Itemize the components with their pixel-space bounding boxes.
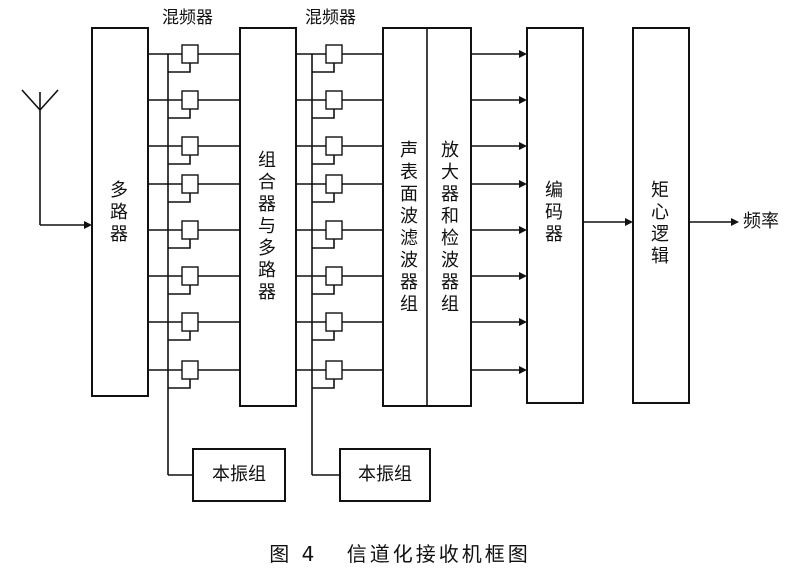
detector-arrow-8 [519, 366, 527, 374]
mixer-1 [181, 44, 199, 64]
local-osc-2-label: 本振组 [358, 464, 412, 485]
mixer-4 [325, 174, 343, 194]
combiner-multiplexer-label: 组合器与多路器 [255, 150, 276, 304]
mixer-7 [325, 312, 343, 332]
combiner-multiplexer-box [239, 27, 297, 407]
mixer-3 [325, 136, 343, 156]
detector-arrow-2 [519, 96, 527, 104]
figure-title: 信道化接收机框图 [346, 542, 531, 566]
mixer-4 [181, 174, 199, 194]
encoder-label: 编码器 [542, 180, 563, 246]
mixer-6 [325, 266, 343, 286]
mixer-1 [325, 44, 343, 64]
output-arrow [689, 218, 739, 226]
mixer-8 [325, 360, 343, 380]
antenna-icon [21, 89, 92, 229]
detector-arrow-7 [519, 318, 527, 326]
mixer-8 [181, 360, 199, 380]
output-frequency-label: 频率 [743, 211, 779, 232]
mixer-6 [181, 266, 199, 286]
mixer-header-1: 混频器 [162, 8, 213, 28]
local-osc-2-box [339, 448, 431, 502]
detector-arrow-4 [519, 180, 527, 188]
mixer-header-2: 混频器 [305, 8, 356, 28]
encoder-box [526, 27, 584, 404]
mixer-bank-2 [296, 44, 383, 476]
local-osc-1-box [192, 448, 286, 502]
saw-filter-group-label: 声表面波滤波器组 [397, 140, 418, 316]
mixer-2 [325, 90, 343, 110]
detector-arrow-5 [519, 226, 527, 234]
multiplexer-box [91, 27, 149, 397]
mixer-7 [181, 312, 199, 332]
mixer-5 [325, 220, 343, 240]
multiplexer-label: 多路器 [107, 180, 128, 246]
figure-number: 图 4 [269, 542, 318, 566]
amp-detector-group-label: 放大器和检波器组 [438, 140, 459, 316]
figure-caption: 图 4 信道化接收机框图 [0, 538, 800, 567]
detector-arrow-1 [519, 50, 527, 58]
mixer-5 [181, 220, 199, 240]
matrix-logic-box [632, 27, 690, 404]
encoder-to-logic-arrow [583, 218, 633, 226]
mixer-2 [181, 90, 199, 110]
detector-output-arrows [471, 50, 527, 374]
matrix-logic-label: 矩心逻辑 [648, 180, 669, 268]
mixer-bank-1 [148, 44, 240, 476]
detector-arrow-6 [519, 272, 527, 280]
mixer-3 [181, 136, 199, 156]
detector-arrow-3 [519, 142, 527, 150]
local-osc-1-label: 本振组 [212, 464, 266, 485]
